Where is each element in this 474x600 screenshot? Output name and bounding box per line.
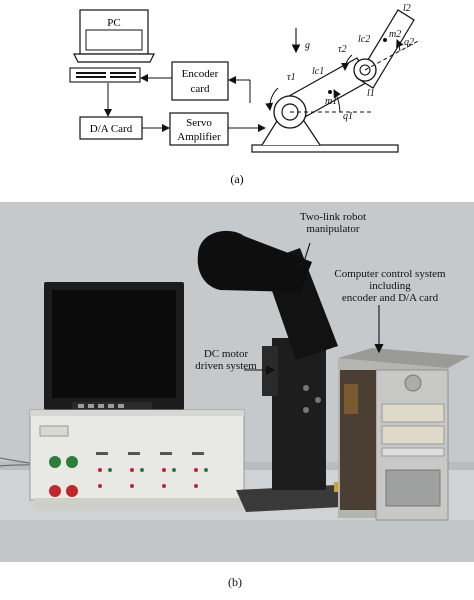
da-card-label: D/A Card <box>90 123 133 135</box>
symbol-m2: m2 <box>389 29 401 40</box>
pc-label: PC <box>107 17 120 29</box>
control-box-photo <box>29 409 245 510</box>
label-computer-line2: including <box>369 280 411 292</box>
monitor-photo <box>44 282 184 422</box>
symbol-tau1: τ1 <box>287 72 296 83</box>
label-robot: Two-link robot manipulator <box>278 211 388 235</box>
servo-amplifier-box <box>169 112 229 146</box>
encoder-card-label-1: Encoder <box>182 68 219 80</box>
symbol-m1: m1 <box>325 96 337 107</box>
label-motor: DC motor driven system <box>186 348 266 372</box>
label-motor-line2: driven system <box>195 360 257 372</box>
symbol-tau2: τ2 <box>338 44 347 55</box>
photo-arrows <box>244 242 384 375</box>
robot-schematic <box>251 9 421 153</box>
symbol-q1: q1 <box>343 111 353 122</box>
caption-a: (a) <box>230 172 243 186</box>
pc-monitor-icon <box>69 9 155 83</box>
symbol-q2: q2 <box>404 37 414 48</box>
encoder-card-box <box>171 61 229 101</box>
encoder-card-label-2: card <box>191 83 210 95</box>
symbol-l1: l1 <box>367 88 375 99</box>
symbol-l2: l2 <box>403 3 411 14</box>
label-robot-line2: manipulator <box>306 223 360 235</box>
label-motor-line1: DC motor <box>203 348 249 360</box>
label-computer-line3: encoder and D/A card <box>341 292 439 304</box>
computer-tower-photo <box>338 348 470 521</box>
diagram-arrows <box>104 74 266 132</box>
symbol-g: g <box>305 40 310 51</box>
servo-label-1: Servo <box>186 117 212 129</box>
symbol-lc2: lc2 <box>358 34 370 45</box>
label-computer-line1: Computer control system <box>334 268 446 280</box>
caption-b: (b) <box>228 575 242 589</box>
servo-label-2: Amplifier <box>177 131 221 143</box>
label-computer: Computer control system including encode… <box>320 268 460 304</box>
label-robot-line1: Two-link robot <box>299 211 367 223</box>
symbol-lc1: lc1 <box>312 66 324 77</box>
